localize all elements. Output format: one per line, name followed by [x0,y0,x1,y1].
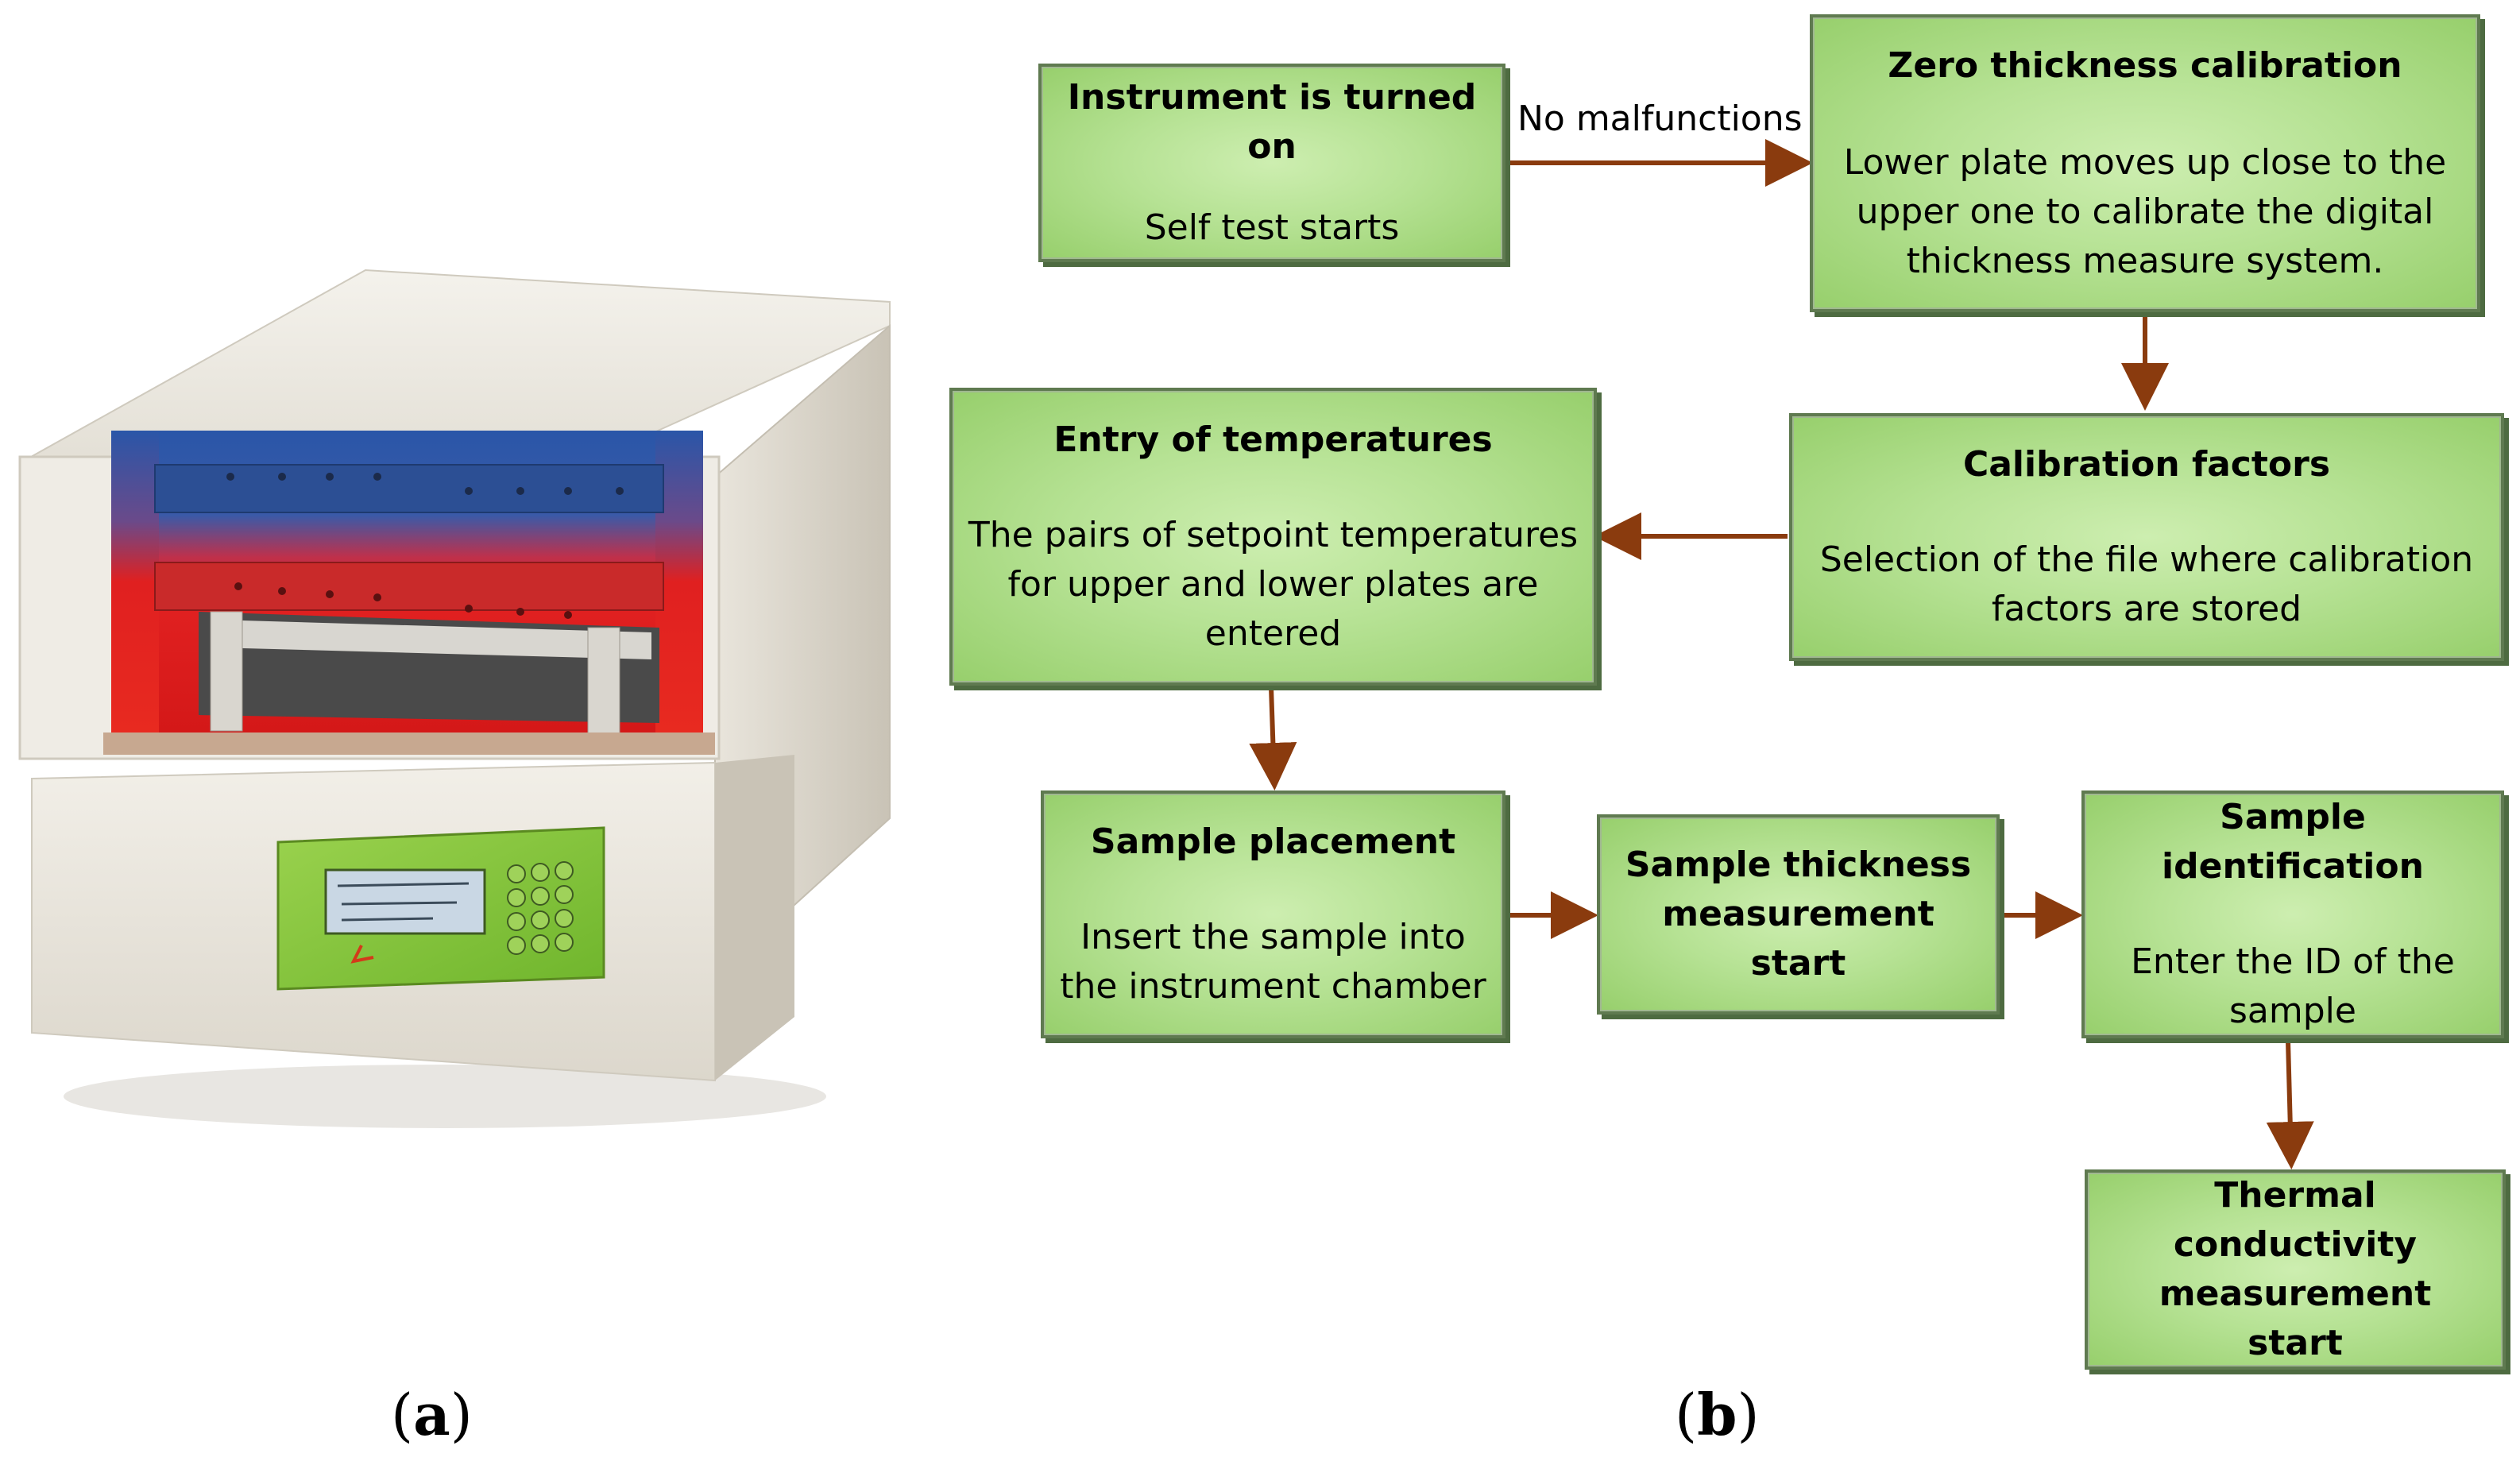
node-sample-thickness: Sample thickness measurement start [1597,814,2000,1015]
panel-label-a: (a) [391,1381,473,1448]
node-sample-placement: Sample placement Insert the sample into … [1041,790,1505,1038]
node-title: Thermal conductivity measurement start [2159,1175,2432,1363]
arrow-entry-to-placement [1249,686,1297,790]
node-title: Sample identification [2162,797,2424,887]
panel-label-b: (b) [1675,1381,1760,1448]
node-desc: Enter the ID of the sample [2131,941,2455,1031]
edge-label-no-malfunctions: No malfunctions [1517,99,1803,139]
node-title: Entry of temperatures [1053,419,1493,460]
node-thermal-conductivity: Thermal conductivity measurement start [2085,1169,2506,1370]
node-desc: Selection of the file where calibration … [1819,539,2474,629]
node-title: Calibration factors [1962,444,2331,485]
node-sample-identification: Sample identification Enter the ID of th… [2081,790,2504,1038]
node-instrument-on: Instrument is turned on Self test starts [1038,64,1505,262]
node-desc: The pairs of setpoint temperatures for u… [968,514,1579,654]
node-entry-temperatures: Entry of temperatures The pairs of setpo… [949,388,1597,686]
node-title: Sample placement [1090,821,1456,862]
node-desc: Self test starts [1144,207,1400,248]
node-desc: Insert the sample into the instrument ch… [1060,917,1486,1007]
node-title: Sample thickness measurement start [1625,845,1972,984]
node-title: Instrument is turned on [1067,77,1477,167]
node-title: Zero thickness calibration [1888,44,2402,86]
arrow-identification-to-thermal [2266,1040,2314,1169]
node-calibration-factors: Calibration factors Selection of the fil… [1789,413,2504,661]
node-zero-thickness: Zero thickness calibration Lower plate m… [1810,14,2480,312]
node-desc: Lower plate moves up close to the upper … [1843,141,2447,281]
instrument-illustration [18,269,891,1128]
